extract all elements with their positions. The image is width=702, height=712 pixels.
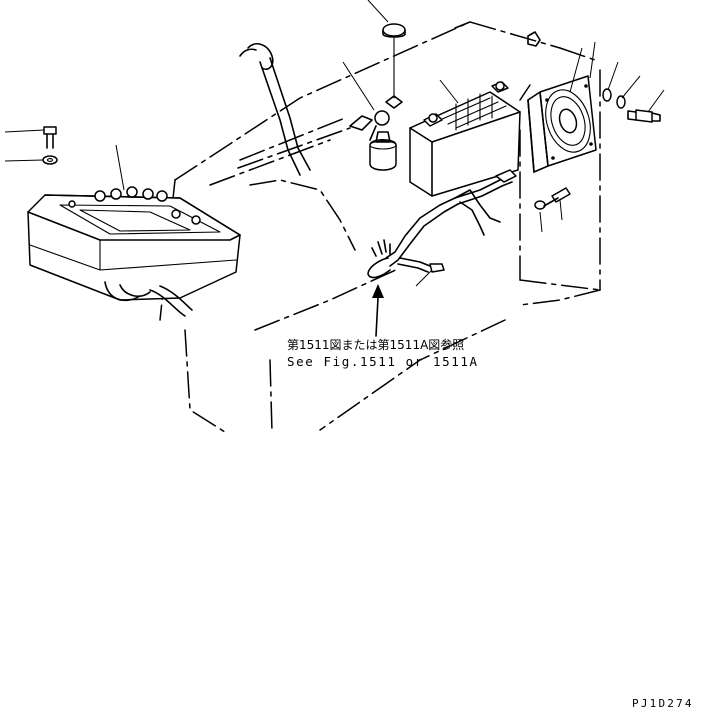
reference-note-english: See Fig.1511 or 1511A — [287, 354, 479, 369]
drawing-code: PJ1D274 — [632, 697, 694, 710]
reference-arrow — [372, 284, 384, 337]
bolt-and-washer-left — [42, 126, 58, 165]
bolt-and-washer-mid — [534, 187, 571, 210]
cap-and-grommet — [382, 23, 406, 109]
wiring-harness — [367, 169, 517, 279]
key-switch — [349, 110, 397, 171]
control-lever — [239, 43, 311, 176]
horn-speaker — [527, 75, 597, 173]
battery — [409, 81, 521, 197]
bracket-clip — [527, 31, 541, 47]
leader-lines — [4, 0, 665, 287]
reference-note-japanese: 第1511図または第1511A図参照 — [287, 338, 465, 352]
bolt-and-washers-right — [602, 88, 661, 123]
monitor-panel — [27, 186, 241, 317]
